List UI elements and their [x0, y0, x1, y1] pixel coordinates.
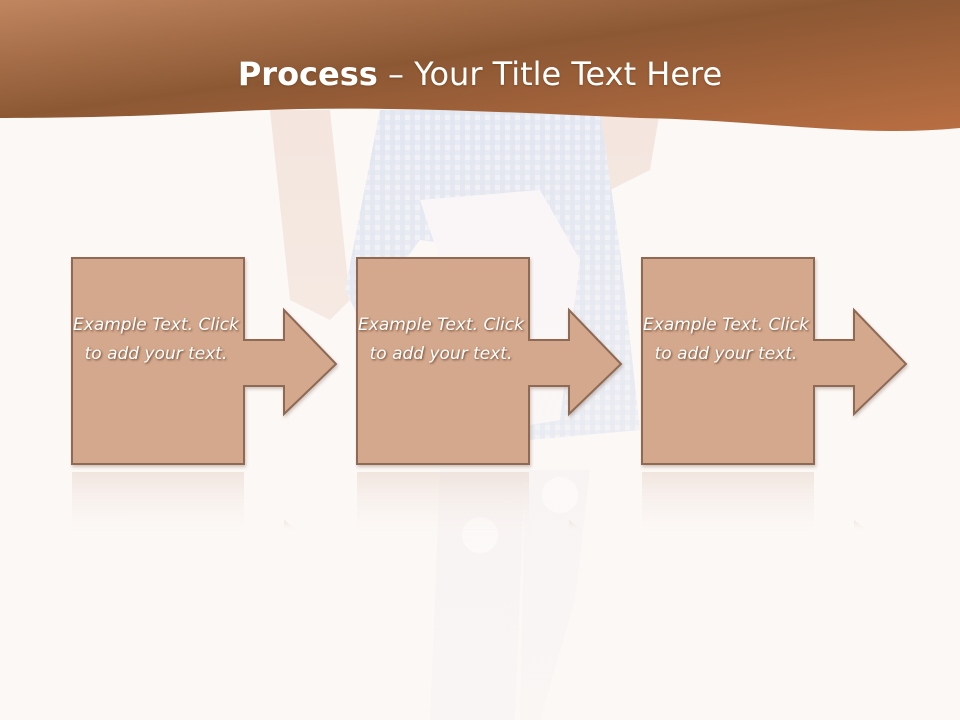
title-bold-part: Process	[237, 55, 378, 93]
process-step-2[interactable]: Example Text. Click to add your text.	[355, 256, 625, 470]
step-3-reflection	[642, 472, 870, 542]
header-banner	[0, 0, 960, 132]
step-3-text[interactable]: Example Text. Click to add your text.	[643, 315, 809, 364]
step-2-text[interactable]: Example Text. Click to add your text.	[358, 315, 524, 364]
step-1-reflection	[72, 472, 300, 542]
step-2-shape	[356, 257, 623, 465]
title-rest-part: – Your Title Text Here	[377, 55, 723, 93]
process-step-3[interactable]: Example Text. Click to add your text.	[640, 256, 910, 470]
step-1-text[interactable]: Example Text. Click to add your text.	[73, 315, 239, 364]
slide-title[interactable]: Process – Your Title Text Here	[0, 52, 960, 96]
step-3-shape	[641, 257, 908, 465]
step-1-shape	[71, 257, 338, 465]
step-2-reflection	[357, 472, 585, 542]
process-step-1[interactable]: Example Text. Click to add your text.	[70, 256, 340, 470]
